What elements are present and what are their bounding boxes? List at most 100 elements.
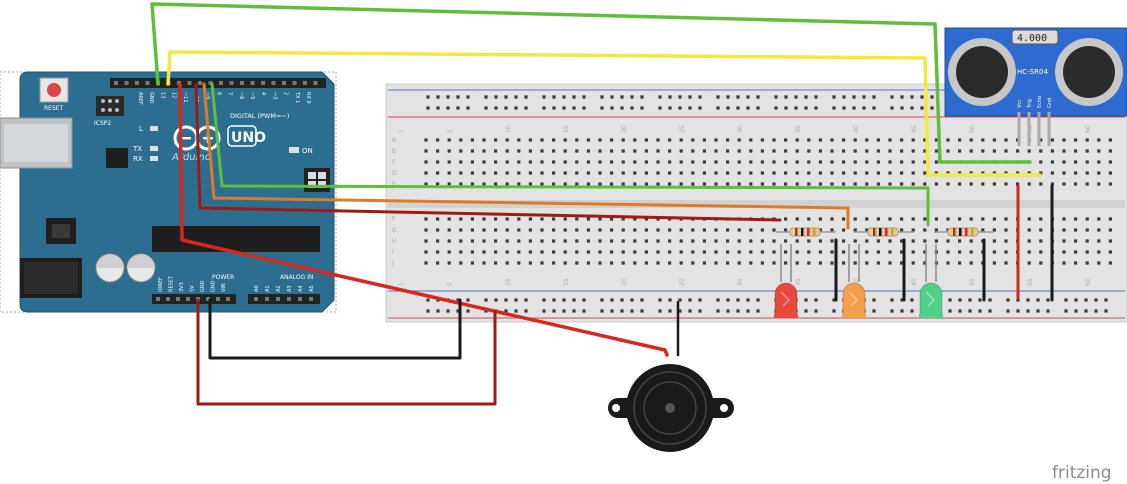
breadboard-hole[interactable]: [1074, 149, 1078, 153]
breadboard-hole[interactable]: [934, 171, 938, 175]
breadboard-hole[interactable]: [482, 217, 486, 221]
breadboard-hole[interactable]: [911, 182, 915, 186]
breadboard-hole[interactable]: [795, 239, 799, 243]
rail-hole[interactable]: [678, 106, 682, 110]
breadboard-hole[interactable]: [563, 182, 567, 186]
rail-hole[interactable]: [832, 106, 836, 110]
rail-hole[interactable]: [688, 106, 692, 110]
rail-hole[interactable]: [890, 95, 894, 99]
rail-hole[interactable]: [688, 95, 692, 99]
breadboard-hole[interactable]: [876, 160, 880, 164]
breadboard-hole[interactable]: [702, 138, 706, 142]
rail-hole[interactable]: [1094, 298, 1098, 302]
breadboard-hole[interactable]: [865, 138, 869, 142]
breadboard-hole[interactable]: [459, 239, 463, 243]
header-pin[interactable]: [198, 81, 202, 85]
breadboard-hole[interactable]: [656, 228, 660, 232]
breadboard-hole[interactable]: [923, 171, 927, 175]
rail-hole[interactable]: [842, 106, 846, 110]
breadboard-hole[interactable]: [749, 171, 753, 175]
breadboard-hole[interactable]: [459, 250, 463, 254]
header-pin[interactable]: [276, 297, 280, 301]
breadboard-hole[interactable]: [598, 160, 602, 164]
breadboard-hole[interactable]: [900, 239, 904, 243]
rail-hole[interactable]: [1094, 309, 1098, 313]
breadboard-hole[interactable]: [795, 138, 799, 142]
rail-hole[interactable]: [552, 298, 556, 302]
breadboard-hole[interactable]: [760, 182, 764, 186]
rail-hole[interactable]: [900, 95, 904, 99]
rail-hole[interactable]: [716, 95, 720, 99]
breadboard-hole[interactable]: [830, 171, 834, 175]
rail-hole[interactable]: [872, 95, 876, 99]
rail-hole[interactable]: [640, 106, 644, 110]
rail-hole[interactable]: [552, 95, 556, 99]
breadboard-hole[interactable]: [760, 261, 764, 265]
breadboard-hole[interactable]: [1027, 261, 1031, 265]
breadboard-hole[interactable]: [1074, 239, 1078, 243]
breadboard-hole[interactable]: [981, 182, 985, 186]
breadboard-hole[interactable]: [540, 160, 544, 164]
breadboard-hole[interactable]: [436, 160, 440, 164]
breadboard-hole[interactable]: [760, 149, 764, 153]
rail-hole[interactable]: [1084, 298, 1088, 302]
breadboard-hole[interactable]: [1039, 239, 1043, 243]
breadboard-hole[interactable]: [760, 138, 764, 142]
rail-hole[interactable]: [698, 106, 702, 110]
rail-hole[interactable]: [524, 95, 528, 99]
rail-hole[interactable]: [620, 309, 624, 313]
breadboard-hole[interactable]: [876, 217, 880, 221]
breadboard-hole[interactable]: [540, 182, 544, 186]
breadboard-hole[interactable]: [1085, 182, 1089, 186]
breadboard-hole[interactable]: [969, 171, 973, 175]
breadboard-hole[interactable]: [807, 261, 811, 265]
breadboard-hole[interactable]: [552, 149, 556, 153]
breadboard-hole[interactable]: [818, 160, 822, 164]
breadboard-hole[interactable]: [610, 239, 614, 243]
breadboard-hole[interactable]: [586, 261, 590, 265]
rail-hole[interactable]: [620, 95, 624, 99]
breadboard-hole[interactable]: [644, 239, 648, 243]
breadboard-hole[interactable]: [1097, 250, 1101, 254]
breadboard-hole[interactable]: [528, 171, 532, 175]
breadboard-hole[interactable]: [575, 171, 579, 175]
breadboard-hole[interactable]: [772, 182, 776, 186]
breadboard-hole[interactable]: [702, 250, 706, 254]
breadboard-hole[interactable]: [946, 261, 950, 265]
breadboard-hole[interactable]: [923, 239, 927, 243]
breadboard-hole[interactable]: [575, 261, 579, 265]
breadboard-hole[interactable]: [1085, 217, 1089, 221]
breadboard-hole[interactable]: [842, 250, 846, 254]
rail-hole[interactable]: [562, 106, 566, 110]
rail-hole[interactable]: [716, 298, 720, 302]
breadboard-hole[interactable]: [436, 217, 440, 221]
rail-hole[interactable]: [630, 95, 634, 99]
rail-hole[interactable]: [504, 95, 508, 99]
header-pin[interactable]: [186, 297, 190, 301]
breadboard-hole[interactable]: [644, 250, 648, 254]
breadboard-hole[interactable]: [737, 171, 741, 175]
breadboard-hole[interactable]: [575, 228, 579, 232]
breadboard-hole[interactable]: [470, 171, 474, 175]
breadboard-hole[interactable]: [610, 228, 614, 232]
breadboard-hole[interactable]: [981, 228, 985, 232]
header-pin[interactable]: [287, 297, 291, 301]
breadboard-hole[interactable]: [528, 182, 532, 186]
breadboard-hole[interactable]: [494, 182, 498, 186]
breadboard-hole[interactable]: [842, 182, 846, 186]
breadboard-hole[interactable]: [482, 250, 486, 254]
breadboard-hole[interactable]: [586, 138, 590, 142]
rail-hole[interactable]: [910, 106, 914, 110]
breadboard-hole[interactable]: [888, 217, 892, 221]
breadboard-hole[interactable]: [911, 171, 915, 175]
breadboard-hole[interactable]: [992, 182, 996, 186]
breadboard-hole[interactable]: [1004, 250, 1008, 254]
breadboard-hole[interactable]: [586, 228, 590, 232]
breadboard-hole[interactable]: [1004, 138, 1008, 142]
breadboard-hole[interactable]: [552, 239, 556, 243]
breadboard-hole[interactable]: [911, 138, 915, 142]
breadboard-hole[interactable]: [981, 138, 985, 142]
breadboard-hole[interactable]: [888, 261, 892, 265]
breadboard-hole[interactable]: [1108, 239, 1112, 243]
breadboard-hole[interactable]: [946, 138, 950, 142]
